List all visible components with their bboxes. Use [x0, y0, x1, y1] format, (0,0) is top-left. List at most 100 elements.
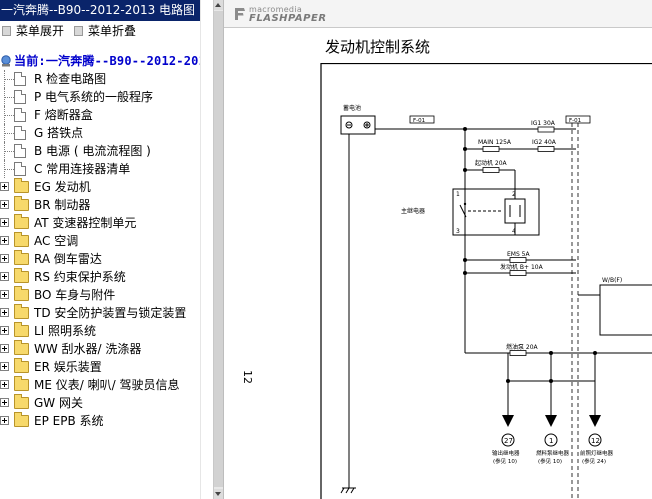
tree-root[interactable]: 当前:一汽奔腾--B90--2012-2013 [0, 52, 200, 70]
tree-leaf-label: B 电源 ( 电流流程图 ) [34, 144, 151, 158]
fuse-b-label: 发动机 B+ 10A [500, 263, 544, 271]
window-title: 一汽奔腾--B90--2012-2013 电路图 [0, 0, 200, 21]
tree-folder-label: TD 安全防护装置与锁定装置 [34, 306, 187, 320]
expand-plus-icon[interactable] [0, 362, 9, 371]
tree-folder-item[interactable]: AT 变速器控制单元 [0, 214, 200, 232]
relay-pin-2: 2 [512, 191, 516, 198]
tree-leaf[interactable]: R 检查电路图 [0, 70, 200, 88]
tree-folder-label: ER 娱乐装置 [34, 360, 102, 374]
relay-pin-4: 4 [512, 228, 516, 235]
tree-folder-item[interactable]: TD 安全防护装置与锁定装置 [0, 304, 200, 322]
tree-folder-label: BO 车身与附件 [34, 288, 116, 302]
tree-leaf[interactable]: P 电气系统的一般程序 [0, 88, 200, 106]
tree-folder-item[interactable]: WW 刮水器/ 洗涤器 [0, 340, 200, 358]
tree-leaf[interactable]: C 常用连接器清单 [0, 160, 200, 178]
tree-leaf[interactable]: F 熔断器盒 [0, 106, 200, 124]
folder-icon [14, 394, 29, 409]
fuse-ig1-label: IG1 30A [531, 120, 556, 127]
battery-label: 蓄电池 [343, 104, 361, 112]
wb-label: W/B(F) [602, 277, 622, 284]
wiring-diagram-svg: 蓄电池 F-01 F-01 IG1 30A MAIN 125A IG2 40A [320, 63, 652, 499]
page-icon [14, 126, 26, 140]
tree-folder-label: AC 空调 [34, 234, 79, 248]
tree-folder-item[interactable]: EG 发动机 [0, 178, 200, 196]
tree-folder-label: BR 制动器 [34, 198, 91, 212]
battery-symbol [340, 115, 376, 494]
relay-pin-3: 3 [456, 228, 460, 235]
folder-icon [14, 358, 29, 373]
tree-view: 当前:一汽奔腾--B90--2012-2013 R 检查电路图 P 电气系统的一… [0, 52, 200, 432]
folder-icon [14, 304, 29, 319]
scroll-down-button[interactable] [214, 489, 223, 499]
tree-leaf-label: G 搭铁点 [34, 126, 84, 140]
tree-folder-item[interactable]: RS 约束保护系统 [0, 268, 200, 286]
expand-plus-icon[interactable] [0, 182, 9, 191]
flashpaper-mark-icon [235, 8, 245, 20]
expand-plus-icon[interactable] [0, 218, 9, 227]
tree-leaf[interactable]: B 电源 ( 电流流程图 ) [0, 142, 200, 160]
pane-splitter[interactable] [200, 0, 213, 499]
tree-folder-item[interactable]: LI 照明系统 [0, 322, 200, 340]
expand-plus-icon[interactable] [0, 290, 9, 299]
tree-leaf[interactable]: G 搭铁点 [0, 124, 200, 142]
scroll-up-button[interactable] [214, 0, 223, 10]
expand-plus-icon[interactable] [0, 416, 9, 425]
arrow-up-icon [215, 3, 221, 7]
scrollbar-thumb[interactable] [214, 11, 223, 487]
connector-1: 1 [549, 437, 553, 445]
connector-12: 12 [591, 437, 600, 445]
page-icon [14, 108, 26, 122]
expand-plus-icon[interactable] [0, 254, 9, 263]
expand-plus-icon[interactable] [0, 344, 9, 353]
expand-plus-icon[interactable] [0, 200, 9, 209]
page-icon [14, 162, 26, 176]
tree-folder-label: RS 约束保护系统 [34, 270, 126, 284]
tree-folder-label: AT 变速器控制单元 [34, 216, 137, 230]
menu-expand-icon [2, 26, 11, 36]
tree-folder-label: WW 刮水器/ 洗涤器 [34, 342, 142, 356]
folder-icon [14, 214, 29, 229]
tree-folder-item[interactable]: ME 仪表/ 喇叭/ 驾驶员信息 [0, 376, 200, 394]
expand-plus-icon[interactable] [0, 326, 9, 335]
tree-leaf-label: R 检查电路图 [34, 72, 107, 86]
tree-folder-item[interactable]: ER 娱乐装置 [0, 358, 200, 376]
folder-icon [14, 376, 29, 391]
page-icon [14, 72, 26, 86]
arrow-down-icon [215, 492, 221, 496]
page-number: 12 [241, 370, 254, 384]
folder-icon [14, 268, 29, 283]
wiring-diagram: 蓄电池 F-01 F-01 IG1 30A MAIN 125A IG2 40A [320, 63, 652, 499]
ref-f01-a: F-01 [413, 118, 425, 124]
note-12-line1: 前照灯继电器 [580, 449, 614, 457]
tree-folder-label: LI 照明系统 [34, 324, 97, 338]
tree-folder-item[interactable]: BO 车身与附件 [0, 286, 200, 304]
vertical-scrollbar[interactable] [213, 0, 223, 499]
folder-icon [14, 322, 29, 337]
expand-plus-icon[interactable] [0, 380, 9, 389]
folder-icon [14, 250, 29, 265]
tree-folder-item[interactable]: RA 倒车雷达 [0, 250, 200, 268]
fuse-ig2-label: IG2 40A [532, 139, 557, 146]
note-1-line2: (参见 10) [538, 457, 562, 465]
fuse-starter-label: 起动机 20A [475, 159, 508, 167]
page-icon [14, 90, 26, 104]
document-viewer: macromedia FLASHPAPER 发动机控制系统 12 [223, 0, 652, 499]
expand-plus-icon[interactable] [0, 272, 9, 281]
tree-folder-item[interactable]: GW 网关 [0, 394, 200, 412]
tree-folder-label: EP EPB 系统 [34, 414, 104, 428]
tree-folder-item[interactable]: AC 空调 [0, 232, 200, 250]
tree-leaf-label: F 熔断器盒 [34, 108, 93, 122]
tree-folder-item[interactable]: EP EPB 系统 [0, 412, 200, 430]
expand-plus-icon[interactable] [0, 398, 9, 407]
tree-folder-item[interactable]: BR 制动器 [0, 196, 200, 214]
connector-27: 27 [504, 437, 513, 445]
expand-plus-icon[interactable] [0, 236, 9, 245]
note-12-line2: (参见 24) [582, 457, 606, 465]
fuse-main-label: MAIN 125A [478, 139, 512, 146]
collapse-menu-label: 菜单折叠 [88, 24, 137, 38]
page-icon [14, 144, 26, 158]
computer-icon [1, 55, 11, 67]
fuse-fuel-label: 燃油泵 20A [506, 343, 539, 351]
document-page[interactable] [224, 28, 652, 499]
expand-plus-icon[interactable] [0, 308, 9, 317]
